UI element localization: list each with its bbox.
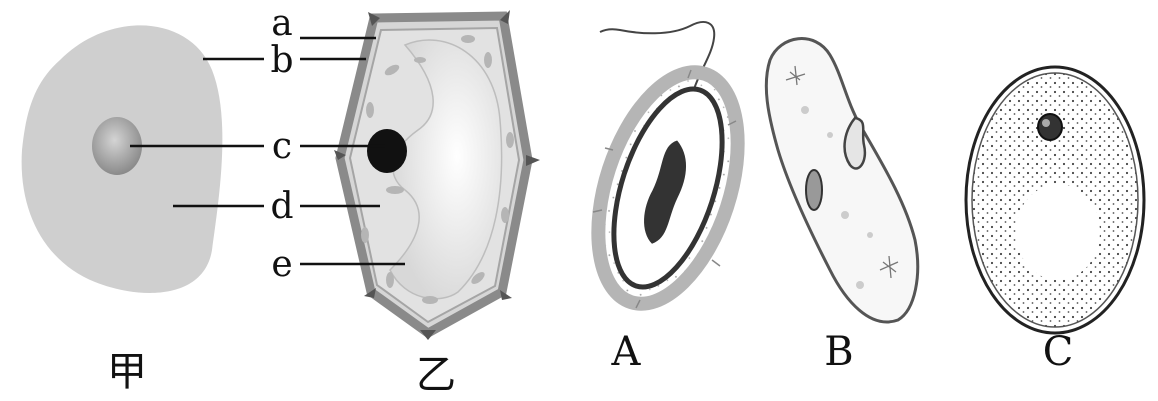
organism-c-yeast bbox=[966, 67, 1144, 333]
caption-plant-cell: 乙 bbox=[416, 352, 456, 398]
organism-b-food-vacuole bbox=[806, 170, 822, 210]
organism-a-bacterium bbox=[572, 22, 764, 321]
organism-c-nucleolus bbox=[1042, 119, 1050, 127]
label-d: d bbox=[270, 186, 293, 227]
caption-organism-c: C bbox=[1043, 329, 1074, 375]
organism-b-paramecium bbox=[766, 39, 917, 322]
plant-cell-nucleus bbox=[367, 129, 407, 173]
label-a: a bbox=[271, 3, 292, 44]
organism-c-nucleus bbox=[1038, 114, 1062, 140]
organism-c-vacuole bbox=[1016, 184, 1100, 280]
captions: 甲 乙 A B C bbox=[107, 329, 1073, 398]
caption-organism-b: B bbox=[824, 329, 853, 375]
animal-cell bbox=[22, 25, 223, 293]
part-labels: a b c d e bbox=[270, 3, 293, 285]
organism-b-body bbox=[766, 39, 917, 322]
caption-animal-cell: 甲 bbox=[107, 349, 147, 395]
label-b: b bbox=[270, 40, 293, 81]
label-c: c bbox=[272, 126, 292, 167]
label-e: e bbox=[271, 244, 292, 285]
caption-organism-a: A bbox=[611, 329, 642, 375]
